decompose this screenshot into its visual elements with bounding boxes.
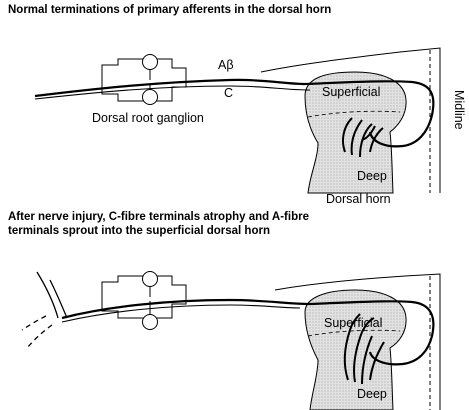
- midline-label: Midline: [452, 90, 466, 130]
- superficial-label: Superficial: [322, 85, 380, 99]
- dorsal-horn-label: Dorsal horn: [326, 192, 391, 205]
- top-panel: Normal terminations of primary afferents…: [0, 0, 469, 205]
- bottom-panel: Superficial Deep After nerve injury, C-f…: [0, 205, 469, 410]
- top-panel-title: Normal terminations of primary afferents…: [8, 3, 331, 17]
- c-fibre-2: [62, 305, 300, 322]
- bottom-panel-title-line1: After nerve injury, C-fibre terminals at…: [8, 210, 309, 224]
- superficial-label-2: Superficial: [324, 316, 382, 330]
- deep-label: Deep: [357, 169, 387, 183]
- c-label: C: [224, 86, 233, 100]
- top-diagram: Aβ C Superficial Deep Dorsal root gangli…: [0, 0, 469, 205]
- abeta-label: Aβ: [218, 58, 234, 72]
- nerve-injury-site: [22, 272, 67, 348]
- deep-label-2: Deep: [357, 387, 387, 401]
- bottom-panel-title-line2: terminals sprout into the superficial do…: [8, 224, 270, 238]
- ganglion-label: Dorsal root ganglion: [92, 111, 204, 125]
